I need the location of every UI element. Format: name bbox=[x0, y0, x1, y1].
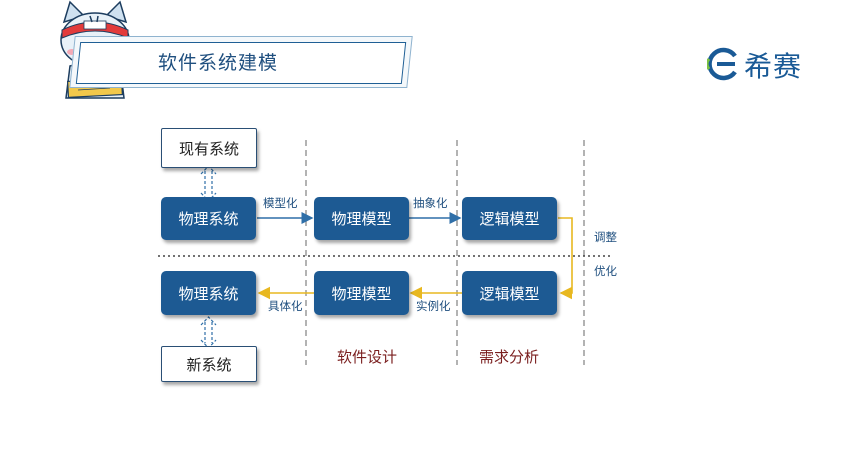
node-logical-model-bottom: 逻辑模型 bbox=[462, 271, 557, 315]
label-abstraction: 抽象化 bbox=[413, 196, 448, 210]
logo-text: 希赛 bbox=[744, 50, 803, 83]
label-instantiation: 实例化 bbox=[416, 299, 451, 313]
label-concretization: 具体化 bbox=[268, 299, 303, 313]
node-new-system: 新系统 bbox=[161, 346, 257, 382]
label-modeling: 模型化 bbox=[263, 196, 298, 210]
node-physical-system-top: 物理系统 bbox=[161, 197, 256, 240]
label-optimize: 优化 bbox=[594, 264, 617, 278]
logo-icon bbox=[707, 47, 737, 81]
page-title: 软件系统建模 bbox=[158, 52, 279, 74]
node-physical-system-bottom: 物理系统 bbox=[161, 271, 256, 315]
arrow-adjust-optimize bbox=[558, 217, 573, 300]
node-existing-system: 现有系统 bbox=[161, 128, 257, 168]
double-arrow-bottom bbox=[204, 322, 213, 343]
label-adjust: 调整 bbox=[594, 230, 617, 244]
node-logical-model-top: 逻辑模型 bbox=[462, 197, 557, 240]
node-physical-model-bottom: 物理模型 bbox=[314, 271, 409, 315]
node-physical-model-top: 物理模型 bbox=[314, 197, 409, 240]
phase-software-design: 软件设计 bbox=[337, 348, 398, 366]
phase-requirements-analysis: 需求分析 bbox=[479, 348, 540, 366]
double-arrow-top bbox=[204, 171, 213, 196]
